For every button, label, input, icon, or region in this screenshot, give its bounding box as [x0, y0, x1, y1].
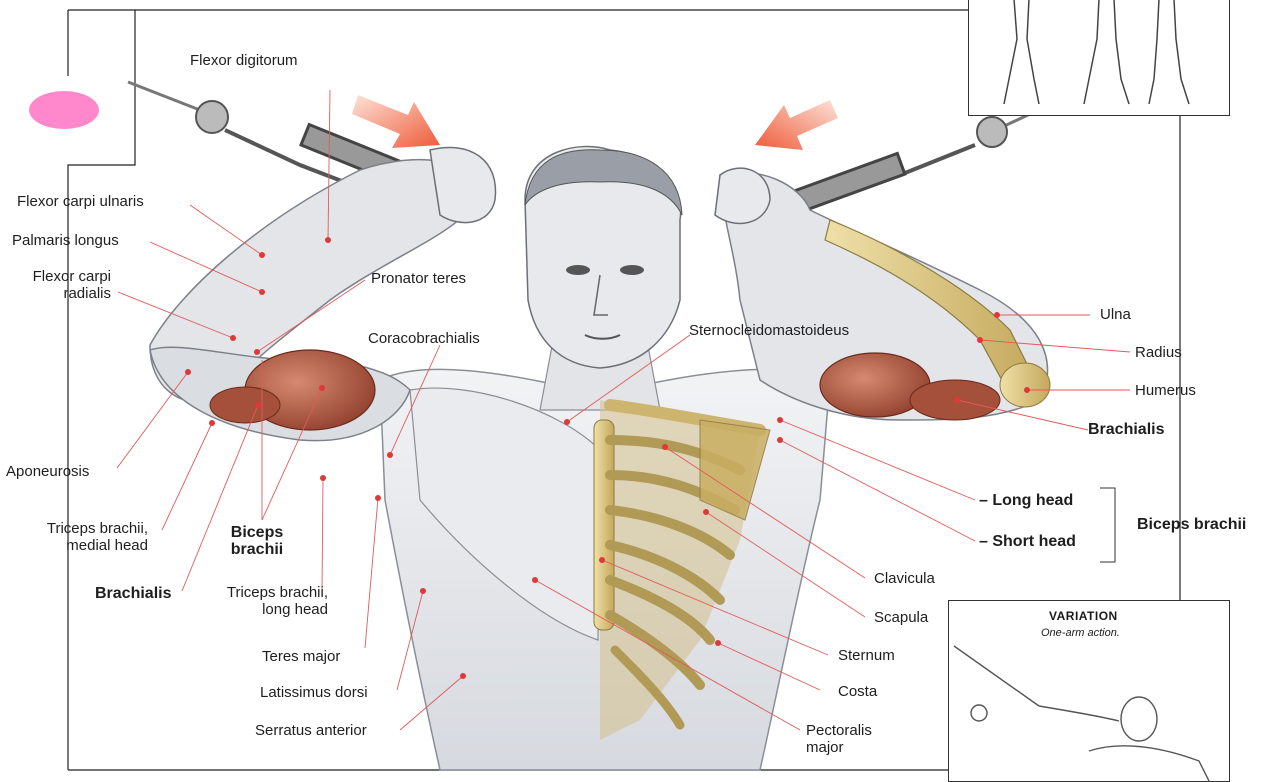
label-flexor-digitorum: Flexor digitorum [190, 52, 298, 69]
label-flexor-carpi-radialis: Flexor carpi radialis [9, 268, 111, 302]
right-arm [715, 168, 1050, 420]
label-latissimus-dorsi: Latissimus dorsi [260, 684, 368, 701]
label-costa: Costa [838, 683, 877, 700]
label-biceps-left-1: Biceps [222, 524, 292, 541]
label-radius: Radius [1135, 344, 1182, 361]
label-clavicula: Clavicula [874, 570, 935, 587]
label-serratus-anterior: Serratus anterior [255, 722, 367, 739]
label-scapula: Scapula [874, 609, 928, 626]
label-ulna: Ulna [1100, 306, 1131, 323]
biceps-bracket [1100, 488, 1115, 562]
label-palmaris-longus: Palmaris longus [12, 232, 119, 249]
label-pronator-teres: Pronator teres [371, 270, 466, 287]
label-triceps-medial-2: medial head [10, 537, 148, 554]
label-long-head: – Long head [979, 492, 1073, 509]
label-biceps-brachii-right: Biceps brachii [1137, 516, 1246, 533]
arrow-right-icon [755, 100, 838, 150]
label-triceps-long-1: Triceps brachii, [196, 584, 328, 601]
label-triceps-medial-1: Triceps brachii, [10, 520, 148, 537]
thumbnail-figures-icon [969, 0, 1229, 115]
label-pectoralis-2: major [806, 739, 872, 756]
label-brachialis-left: Brachialis [95, 585, 171, 602]
label-biceps-brachii-left: Biceps brachii [222, 524, 292, 558]
label-triceps-long: Triceps brachii, long head [196, 584, 328, 618]
label-sternocleidomastoideus: Sternocleidomastoideus [689, 322, 849, 339]
label-flexor-carpi-radialis-2: radialis [9, 285, 111, 302]
variation-box: VARIATION One-arm action. [948, 600, 1230, 782]
label-flexor-carpi-ulnaris-b: ulnaris [100, 193, 144, 210]
label-sternum: Sternum [838, 647, 895, 664]
variation-figure-icon [949, 601, 1229, 781]
label-flexor-carpi-ulnaris-a: Flexor carpi [17, 193, 100, 210]
head [525, 147, 682, 368]
pink-marker [29, 91, 99, 129]
label-pectoralis-1: Pectoralis [806, 722, 872, 739]
label-coracobrachialis: Coracobrachialis [368, 330, 480, 347]
label-brachialis-right: Brachialis [1088, 421, 1164, 438]
arrow-left-icon [352, 95, 440, 148]
label-short-head: – Short head [979, 533, 1076, 550]
label-teres-major: Teres major [262, 648, 340, 665]
label-triceps-long-2: long head [196, 601, 328, 618]
label-pectoralis-major: Pectoralis major [806, 722, 872, 756]
thumbnail-box [968, 0, 1230, 116]
label-humerus: Humerus [1135, 382, 1196, 399]
label-aponeurosis: Aponeurosis [6, 463, 89, 480]
label-flexor-carpi-radialis-1: Flexor carpi [9, 268, 111, 285]
label-biceps-left-2: brachii [222, 541, 292, 558]
label-flexor-carpi-ulnaris: Flexor carpi ulnaris [17, 193, 144, 210]
label-triceps-medial: Triceps brachii, medial head [10, 520, 148, 554]
